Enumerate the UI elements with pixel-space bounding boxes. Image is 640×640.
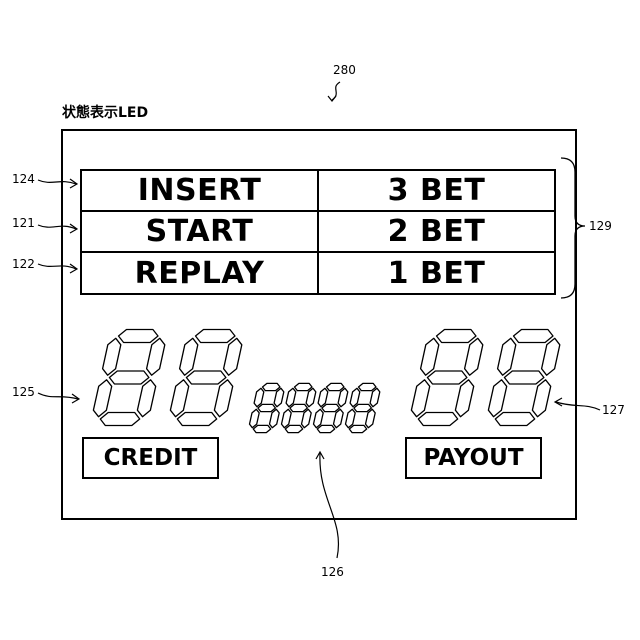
segment (177, 413, 216, 426)
segment (411, 380, 429, 417)
segment (532, 380, 550, 417)
segment (253, 425, 270, 432)
segment (180, 338, 198, 375)
segment (421, 338, 439, 375)
segment (147, 338, 165, 375)
segment (214, 380, 232, 417)
segment (196, 330, 236, 343)
arrow-124 (38, 180, 76, 184)
cell-3-bet: 3 BET (318, 170, 555, 211)
ref-126: 126 (321, 565, 344, 579)
segment (542, 338, 560, 375)
ref-121: 121 (12, 216, 35, 230)
segment (359, 383, 377, 390)
arrow-280 (332, 82, 340, 100)
middle-digit-3 (314, 383, 348, 432)
arrow-126 (320, 453, 339, 558)
ref-125: 125 (12, 385, 35, 399)
segment (103, 338, 121, 375)
segment (418, 413, 457, 426)
segment (119, 330, 159, 343)
cell-replay: REPLAY (81, 252, 318, 294)
ref-124: 124 (12, 172, 35, 186)
arrow-121 (38, 225, 76, 229)
segment (504, 371, 544, 384)
segment (498, 338, 516, 375)
segment (465, 338, 483, 375)
segment (455, 380, 473, 417)
cell-1-bet: 1 BET (318, 252, 555, 294)
figure-title: 状態表示LED (62, 102, 148, 122)
segment (514, 330, 554, 343)
segment (290, 404, 308, 411)
segment (427, 371, 467, 384)
middle-digit-2 (282, 383, 316, 432)
leader-arrows (38, 82, 600, 558)
payout-digit-2 (488, 330, 559, 426)
segment (349, 425, 366, 432)
segment (317, 425, 334, 432)
segment (488, 380, 506, 417)
segment (322, 404, 340, 411)
payout-digit-1 (411, 330, 482, 426)
cell-insert: INSERT (81, 170, 318, 211)
credit-digit-1 (93, 330, 164, 426)
segment (170, 380, 188, 417)
middle-digit-1 (250, 383, 284, 432)
segment (354, 404, 372, 411)
credit-digit-2 (170, 330, 241, 426)
ref-280: 280 (333, 63, 356, 77)
segment (224, 338, 242, 375)
ref-127: 127 (602, 403, 625, 417)
segment (109, 371, 148, 384)
segment (137, 380, 155, 417)
segment (495, 413, 534, 426)
middle-digit-4 (346, 383, 380, 432)
segment (327, 383, 345, 390)
segment (93, 380, 111, 417)
ref-129: 129 (589, 219, 612, 233)
segment (258, 404, 276, 411)
segment (295, 383, 313, 390)
cell-2-bet: 2 BET (318, 211, 555, 252)
seven-segment-digits (93, 330, 559, 433)
segment (285, 425, 302, 432)
segment (186, 371, 226, 384)
payout-label: PAYOUT (405, 437, 542, 479)
segment (263, 383, 281, 390)
bracket-129 (561, 158, 585, 298)
credit-label: CREDIT (82, 437, 219, 479)
ref-122: 122 (12, 257, 35, 271)
segment (100, 413, 139, 426)
segment (437, 330, 477, 343)
arrow-127 (556, 402, 600, 410)
cell-start: START (81, 211, 318, 252)
arrow-125 (38, 393, 78, 399)
